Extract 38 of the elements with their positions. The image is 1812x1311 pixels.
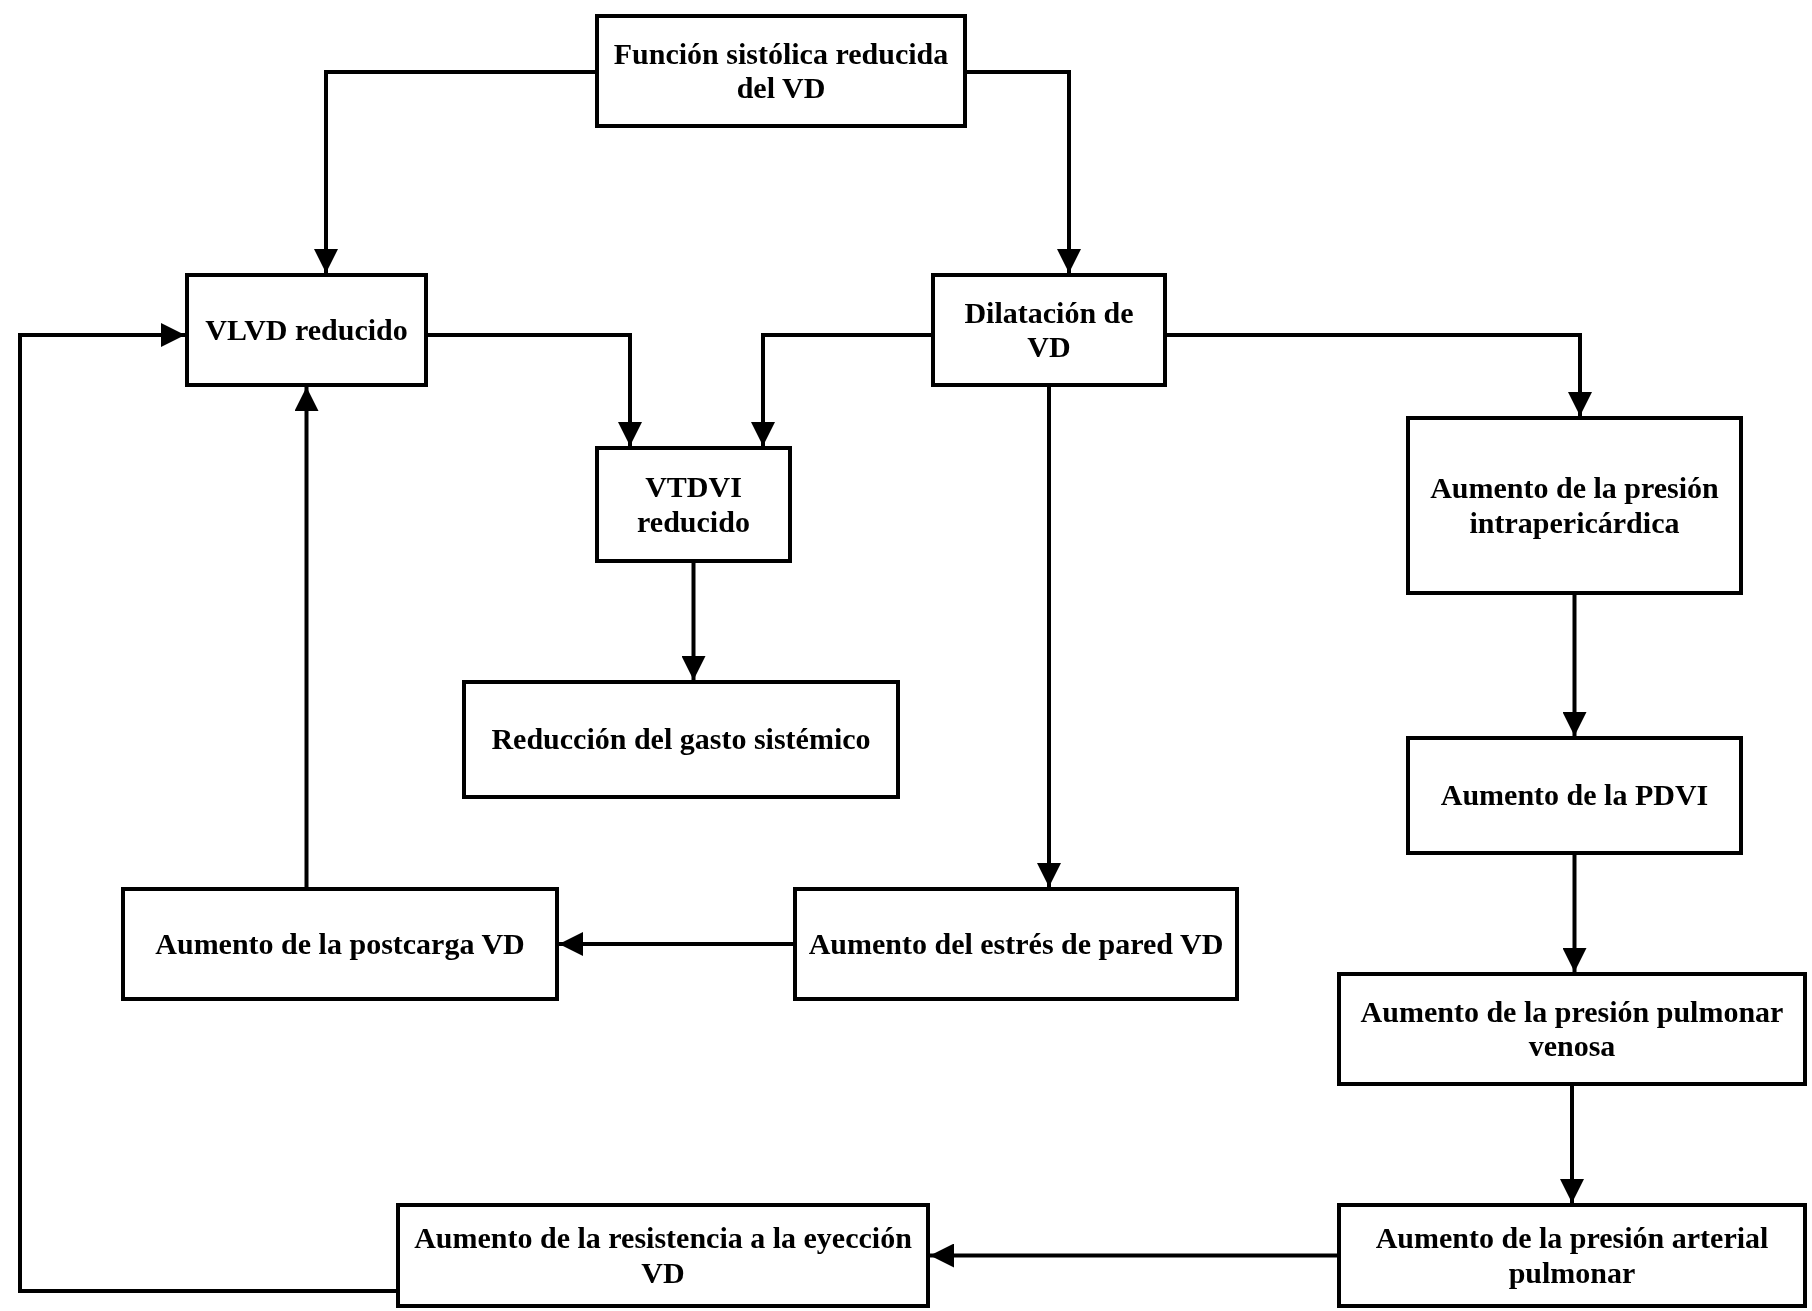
arrow bbox=[1167, 333, 1592, 416]
process-box bbox=[396, 1203, 930, 1308]
box-label: Aumento de la presión pulmonar venosa bbox=[1359, 994, 1785, 1064]
arrow bbox=[1562, 595, 1587, 736]
box-label: Aumento de la presión intrapericárdica bbox=[1429, 471, 1720, 540]
box-label: Aumento de la resistencia a la eyección VD bbox=[413, 1221, 913, 1290]
process-box bbox=[595, 14, 967, 128]
process-box bbox=[185, 273, 428, 387]
box-label: VLVD reducido bbox=[205, 312, 408, 348]
arrow bbox=[681, 563, 706, 680]
arrow bbox=[314, 70, 595, 273]
process-box bbox=[121, 887, 559, 1001]
arrow bbox=[294, 387, 319, 887]
process-box bbox=[595, 446, 792, 563]
box-label: Aumento de la presión arterial pulmonar bbox=[1374, 1221, 1770, 1290]
process-box bbox=[1337, 972, 1807, 1086]
box-label: Dilatación de VD bbox=[963, 295, 1135, 365]
box-label: Aumento del estrés de pared VD bbox=[808, 926, 1224, 962]
process-box bbox=[1406, 416, 1743, 595]
arrow bbox=[967, 70, 1081, 273]
box-label: Aumento de la PDVI bbox=[1440, 778, 1709, 813]
box-label: Reducción del gasto sistémico bbox=[491, 722, 871, 757]
arrow bbox=[1560, 1086, 1584, 1203]
box-label: VTDVI reducido bbox=[636, 470, 751, 539]
process-box bbox=[462, 680, 900, 799]
arrow bbox=[751, 333, 931, 446]
process-box bbox=[931, 273, 1167, 387]
process-box bbox=[1337, 1203, 1807, 1308]
arrow bbox=[930, 1243, 1337, 1268]
arrow bbox=[1562, 855, 1587, 972]
box-label: Función sistólica reducida del VD bbox=[612, 36, 950, 106]
process-box bbox=[1406, 736, 1743, 855]
arrow bbox=[559, 932, 793, 956]
arrow bbox=[18, 323, 396, 1293]
arrow bbox=[1037, 387, 1061, 887]
arrow bbox=[428, 333, 642, 446]
process-box bbox=[793, 887, 1239, 1001]
box-label: Aumento de la postcarga VD bbox=[155, 926, 525, 962]
